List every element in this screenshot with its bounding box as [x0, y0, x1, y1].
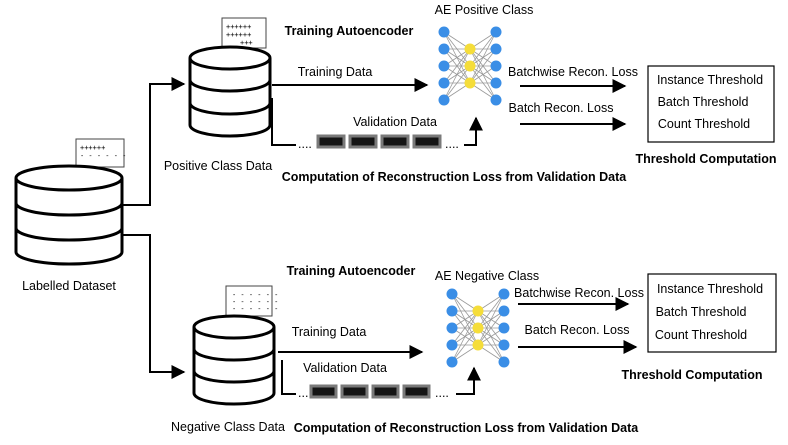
negative-training-title: Training Autoencoder — [287, 264, 416, 278]
negative-training-data-label: Training Data — [292, 325, 367, 339]
negative-ae-edge — [477, 310, 505, 346]
negative-batch-loss-label: Batch Recon. Loss — [525, 323, 630, 337]
positive-validation-dots-left: .... — [298, 137, 312, 151]
positive-training-data-label: Training Data — [298, 65, 373, 79]
negative-doc-icon: - - - - - - - - - - - - - - - - - - — [225, 285, 278, 317]
negative-validation-dots-right: .... — [435, 386, 449, 400]
negative-ae-node — [446, 305, 458, 317]
positive-ae-edge — [469, 31, 497, 67]
positive-batchwise-loss-label: Batchwise Recon. Loss — [508, 65, 638, 79]
negative-ae-node — [498, 305, 510, 317]
split-arrow-positive — [122, 77, 186, 206]
positive-class-data-label: Positive Class Data — [164, 159, 272, 173]
positive-ae-latent-node — [464, 43, 476, 55]
positive-threshold-title: Threshold Computation — [636, 152, 777, 166]
negative-ae-latent-node — [472, 305, 484, 317]
positive-doc-icon: ++++++ ++++++ +++ — [221, 17, 267, 49]
positive-training-title: Training Autoencoder — [285, 24, 414, 38]
svg-text:+++: +++ — [240, 39, 253, 47]
negative-ae-edge — [451, 310, 479, 346]
positive-ae-edge — [469, 31, 497, 84]
svg-text:- - - - - -: - - - - - - — [232, 291, 278, 299]
negative-threshold-title: Threshold Computation — [622, 368, 763, 382]
labelled-dataset-label: Labelled Dataset — [22, 279, 116, 293]
negative-batch-threshold: Batch Threshold — [656, 305, 747, 319]
dataset-doc-icon: ++++++ - - - - - - — [75, 138, 126, 168]
positive-computation-title: Computation of Reconstruction Loss from … — [282, 170, 628, 184]
svg-text:++++++: ++++++ — [226, 31, 251, 39]
positive-validation-arrow — [464, 116, 483, 146]
positive-ae-edge — [469, 48, 497, 84]
negative-ae-edge — [477, 293, 505, 346]
negative-count-threshold: Count Threshold — [655, 328, 747, 342]
negative-ae-node — [498, 288, 510, 300]
labelled-dataset-database-icon — [14, 164, 124, 266]
positive-ae-edge — [443, 48, 471, 101]
positive-ae-label: AE Positive Class — [435, 3, 534, 17]
negative-autoencoder-network — [446, 288, 510, 368]
positive-ae-node — [490, 43, 502, 55]
positive-ae-node — [438, 60, 450, 72]
positive-ae-latent-node — [464, 77, 476, 89]
positive-ae-node — [490, 77, 502, 89]
svg-text:- - - - - -: - - - - - - — [80, 152, 126, 160]
negative-validation-batches — [309, 384, 431, 399]
negative-ae-edge — [451, 327, 479, 363]
positive-ae-node — [438, 77, 450, 89]
split-arrow-negative — [122, 234, 186, 379]
positive-count-threshold: Count Threshold — [658, 117, 750, 131]
positive-autoencoder-network — [438, 26, 502, 106]
positive-ae-edge — [443, 48, 471, 84]
negative-ae-edge — [477, 293, 505, 329]
negative-ae-node — [446, 322, 458, 334]
positive-class-database-icon — [188, 45, 272, 138]
negative-class-database-icon — [192, 314, 276, 406]
negative-ae-node — [446, 339, 458, 351]
positive-ae-node — [490, 26, 502, 38]
positive-ae-node — [490, 94, 502, 106]
negative-class-data-label: Negative Class Data — [171, 420, 285, 434]
positive-ae-node — [438, 26, 450, 38]
svg-text:- - - - - -: - - - - - - — [232, 305, 278, 313]
positive-ae-latent-node — [464, 60, 476, 72]
positive-instance-threshold: Instance Threshold — [657, 73, 763, 87]
negative-ae-node — [498, 339, 510, 351]
negative-validation-path — [281, 360, 296, 395]
negative-ae-node — [498, 356, 510, 368]
positive-validation-batches — [316, 134, 442, 149]
positive-validation-path — [271, 98, 296, 146]
positive-validation-dots-right: .... — [445, 137, 459, 151]
positive-ae-edge — [443, 65, 471, 101]
positive-ae-node — [490, 60, 502, 72]
negative-ae-node — [498, 322, 510, 334]
negative-computation-title: Computation of Reconstruction Loss from … — [294, 421, 640, 435]
positive-batch-threshold: Batch Threshold — [658, 95, 749, 109]
negative-ae-node — [446, 288, 458, 300]
svg-text:- - - - - -: - - - - - - — [232, 298, 278, 306]
positive-batch-loss-label: Batch Recon. Loss — [509, 101, 614, 115]
negative-ae-latent-node — [472, 322, 484, 334]
svg-text:++++++: ++++++ — [226, 23, 251, 31]
negative-validation-arrow — [456, 366, 481, 395]
positive-threshold-box — [647, 65, 775, 143]
positive-validation-data-label: Validation Data — [353, 115, 437, 129]
negative-ae-latent-node — [472, 339, 484, 351]
negative-validation-dots-left: .... — [298, 386, 312, 400]
positive-ae-node — [438, 94, 450, 106]
negative-threshold-box — [647, 273, 777, 353]
negative-validation-data-label: Validation Data — [303, 361, 387, 375]
negative-ae-label: AE Negative Class — [435, 269, 539, 283]
negative-ae-node — [446, 356, 458, 368]
negative-instance-threshold: Instance Threshold — [657, 282, 763, 296]
negative-batchwise-loss-label: Batchwise Recon. Loss — [514, 286, 644, 300]
svg-text:++++++: ++++++ — [80, 144, 105, 152]
positive-ae-node — [438, 43, 450, 55]
negative-ae-edge — [451, 310, 479, 363]
